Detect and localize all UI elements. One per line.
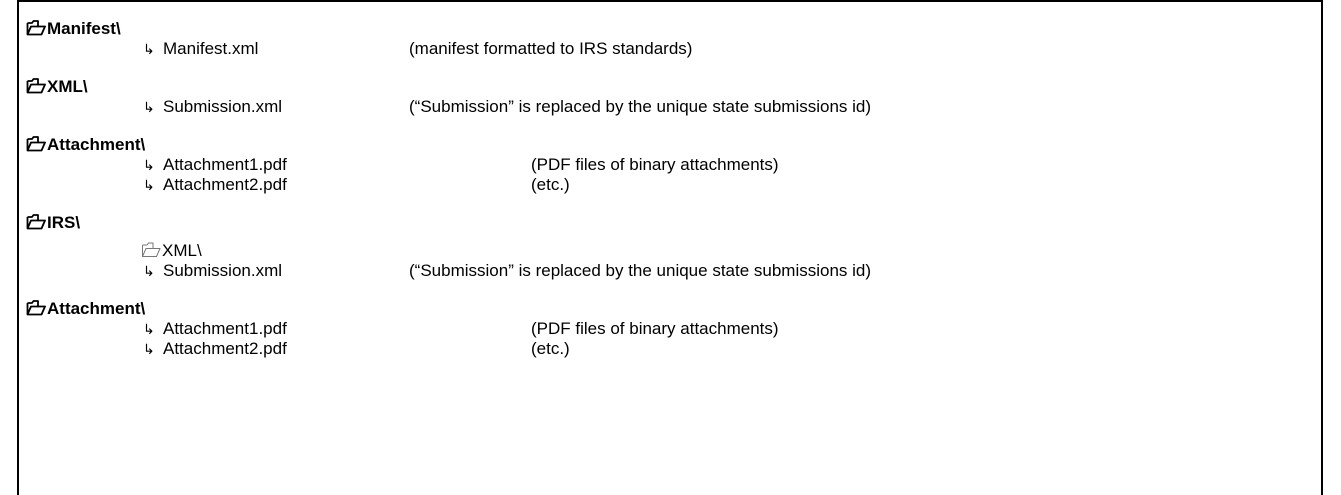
file-description: (“Submission” is replaced by the unique … bbox=[409, 97, 872, 116]
file-item: ↳ Attachment2.pdf bbox=[143, 174, 287, 196]
folder-manifest: Manifest\ bbox=[26, 18, 121, 40]
file-description: (etc.) bbox=[531, 175, 570, 194]
folder-structure-box: Manifest\ ↳ Manifest.xml (manifest format… bbox=[17, 0, 1323, 495]
folder-label: XML\ bbox=[47, 77, 88, 96]
file-name: Attachment2.pdf bbox=[163, 339, 287, 358]
file-item: ↳ Submission.xml bbox=[143, 96, 282, 118]
file-name: Attachment1.pdf bbox=[163, 319, 287, 338]
folder-open-icon bbox=[142, 242, 161, 257]
folder-label: Manifest\ bbox=[47, 19, 121, 38]
file-name: Manifest.xml bbox=[163, 39, 259, 58]
folder-open-icon bbox=[26, 300, 46, 316]
file-item: ↳ Manifest.xml bbox=[143, 38, 258, 60]
subfolder-xml: XML\ bbox=[141, 240, 202, 262]
file-description: (manifest formatted to IRS standards) bbox=[409, 39, 693, 58]
arrow-icon: ↳ bbox=[143, 41, 155, 57]
file-name: Submission.xml bbox=[163, 261, 283, 280]
arrow-icon: ↳ bbox=[143, 341, 155, 357]
folder-attachment: Attachment\ bbox=[26, 134, 145, 156]
file-description: (“Submission” is replaced by the unique … bbox=[409, 261, 872, 280]
file-name: Submission.xml bbox=[163, 97, 283, 116]
arrow-icon: ↳ bbox=[143, 263, 155, 279]
folder-open-icon bbox=[26, 214, 46, 230]
file-item: ↳ Submission.xml bbox=[143, 260, 282, 282]
file-item: ↳ Attachment1.pdf bbox=[143, 154, 287, 176]
folder-open-icon bbox=[26, 20, 46, 36]
folder-label: Attachment\ bbox=[47, 135, 146, 154]
file-item: ↳ Attachment2.pdf bbox=[143, 338, 287, 360]
arrow-icon: ↳ bbox=[143, 157, 155, 173]
folder-attachment: Attachment\ bbox=[26, 298, 145, 320]
file-name: Attachment1.pdf bbox=[163, 155, 287, 174]
folder-open-icon bbox=[26, 136, 46, 152]
arrow-icon: ↳ bbox=[143, 321, 155, 337]
file-description: (PDF files of binary attachments) bbox=[531, 155, 779, 174]
file-description: (etc.) bbox=[531, 339, 570, 358]
folder-xml: XML\ bbox=[26, 76, 88, 98]
folder-label: Attachment\ bbox=[47, 299, 146, 318]
folder-irs: IRS\ bbox=[26, 212, 80, 234]
file-name: Attachment2.pdf bbox=[163, 175, 287, 194]
arrow-icon: ↳ bbox=[143, 177, 155, 193]
arrow-icon: ↳ bbox=[143, 99, 155, 115]
file-description: (PDF files of binary attachments) bbox=[531, 319, 779, 338]
file-item: ↳ Attachment1.pdf bbox=[143, 318, 287, 340]
folder-open-icon bbox=[26, 78, 46, 94]
subfolder-label: XML\ bbox=[162, 241, 202, 260]
folder-label: IRS\ bbox=[47, 213, 81, 232]
